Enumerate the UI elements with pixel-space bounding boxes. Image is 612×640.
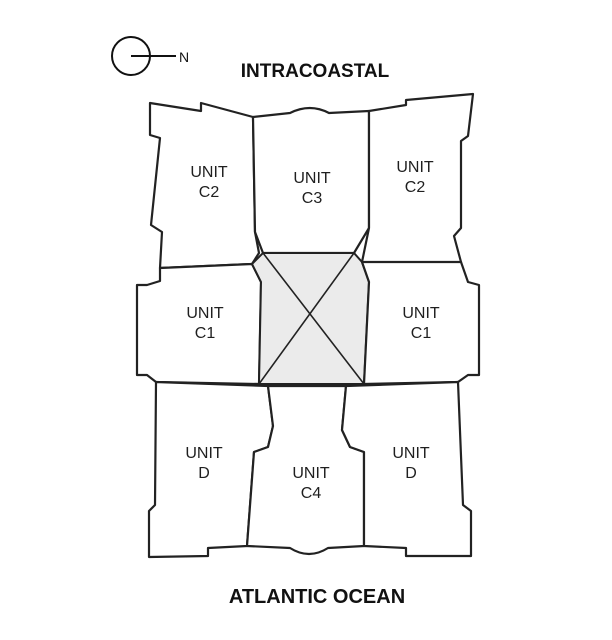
unit-c1-left-label-line1: UNIT bbox=[186, 305, 224, 322]
unit-d-right[interactable]: UNIT D bbox=[340, 380, 473, 558]
unit-c1-right-outline bbox=[360, 260, 481, 386]
unit-d-left-label-line1: UNIT bbox=[185, 445, 223, 462]
unit-c1-right[interactable]: UNIT C1 bbox=[360, 260, 481, 386]
unit-c2-right[interactable]: UNIT C2 bbox=[360, 92, 475, 270]
unit-c1-right-label-line2: C1 bbox=[411, 325, 432, 342]
unit-c1-left[interactable]: UNIT C1 bbox=[135, 262, 263, 386]
unit-c1-right-label-line1: UNIT bbox=[402, 305, 440, 322]
compass-north-label: N bbox=[179, 49, 189, 65]
unit-c3-label-line2: C3 bbox=[302, 190, 323, 207]
intracoastal-label: INTRACOASTAL bbox=[241, 61, 390, 82]
unit-d-right-label-line1: UNIT bbox=[392, 445, 430, 462]
unit-c2-left-label-line1: UNIT bbox=[190, 164, 228, 181]
central-core-outline bbox=[250, 252, 371, 385]
unit-c3[interactable]: UNIT C3 bbox=[251, 106, 371, 255]
unit-c4-label-line2: C4 bbox=[301, 485, 322, 502]
core-diagonal-2 bbox=[258, 252, 355, 385]
central-core bbox=[250, 252, 371, 385]
unit-c4-label-line1: UNIT bbox=[292, 465, 330, 482]
atlantic-ocean-label: ATLANTIC OCEAN bbox=[229, 586, 405, 608]
unit-c2-right-label-line2: C2 bbox=[405, 179, 426, 196]
compass: N bbox=[111, 36, 189, 76]
unit-c4[interactable]: UNIT C4 bbox=[245, 384, 366, 556]
unit-c2-left[interactable]: UNIT C2 bbox=[148, 101, 261, 270]
unit-c1-left-label-line2: C1 bbox=[195, 325, 216, 342]
unit-d-right-label-line2: D bbox=[405, 465, 417, 482]
unit-d-left[interactable]: UNIT D bbox=[147, 380, 275, 559]
core-diagonal-1 bbox=[262, 252, 365, 385]
unit-c2-right-label-line1: UNIT bbox=[396, 159, 434, 176]
unit-d-left-label-line2: D bbox=[198, 465, 210, 482]
unit-c3-label-line1: UNIT bbox=[293, 170, 331, 187]
unit-c1-left-outline bbox=[135, 262, 263, 386]
unit-c2-left-label-line2: C2 bbox=[199, 184, 220, 201]
unit-d-right-outline bbox=[340, 380, 473, 558]
